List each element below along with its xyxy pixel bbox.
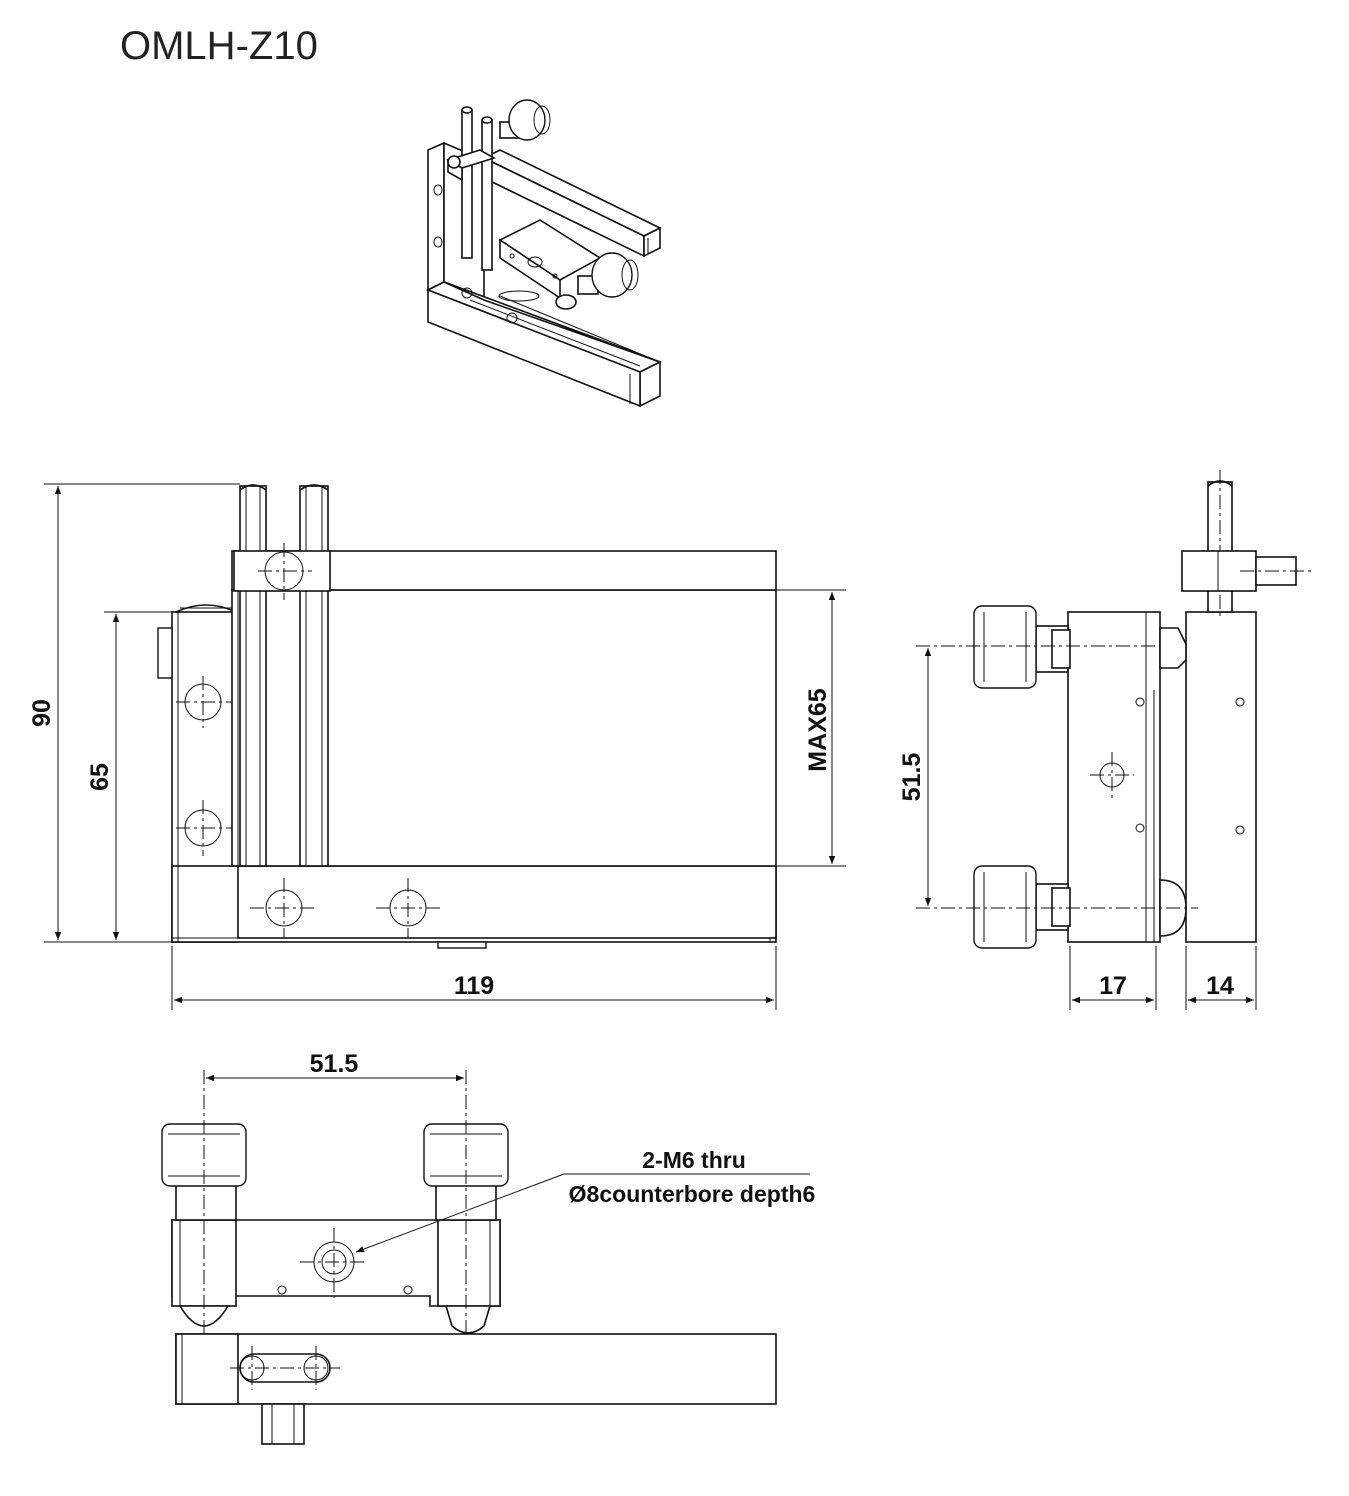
dim-width: 119	[454, 972, 494, 1000]
side-view: 51.5 17 14	[898, 470, 1312, 1010]
dim-stroke: MAX65	[804, 688, 832, 771]
front-view: 90 65 MAX65 119	[28, 483, 846, 1010]
note-counterbore: Ø8counterbore depth6	[569, 1181, 816, 1207]
dim-side-screw-pitch: 51.5	[898, 753, 926, 802]
dim-top-screw-pitch: 51.5	[310, 1050, 359, 1078]
dim-depth-a: 17	[1099, 972, 1127, 1000]
drawing-title: OMLH-Z10	[120, 24, 318, 68]
note-thread: 2-M6 thru	[642, 1147, 746, 1173]
dim-height-total: 90	[28, 699, 56, 727]
top-view: 51.5 2-M6 thru Ø8counterbore depth6	[161, 1050, 816, 1445]
isometric-view	[426, 99, 663, 408]
dim-depth-b: 14	[1206, 972, 1234, 1000]
dim-height-body: 65	[86, 763, 114, 791]
